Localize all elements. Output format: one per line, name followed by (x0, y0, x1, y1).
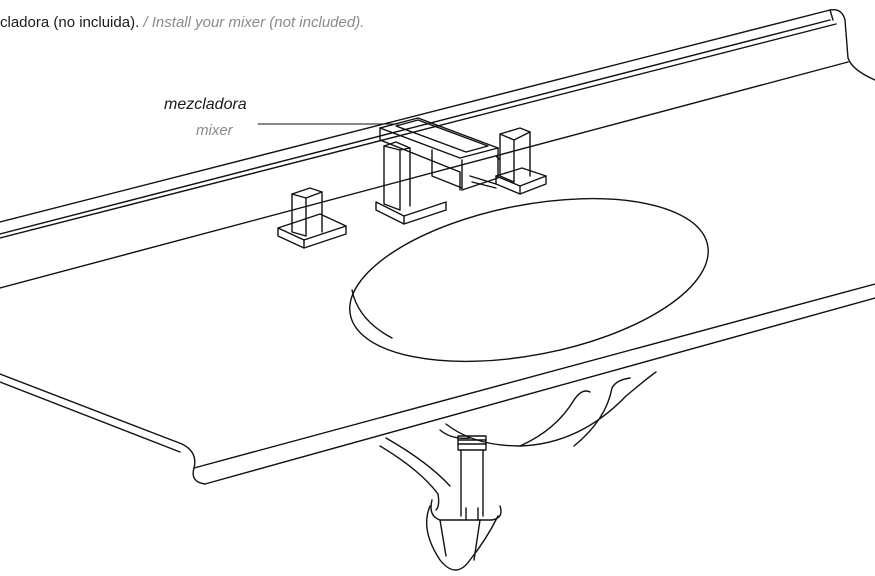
mixer-label-english: mixer (196, 122, 233, 139)
countertop-edge (0, 283, 875, 485)
backsplash (0, 9, 875, 289)
mixer-spout (375, 117, 499, 225)
right-handle (495, 127, 547, 195)
mixer-label-spanish: mezcladora (164, 96, 247, 113)
caption-spanish: cladora (no incluida). (0, 14, 140, 31)
caption-separator: / (139, 14, 152, 31)
caption-english: Install your mixer (not included). (151, 14, 365, 31)
sink-basin (349, 197, 709, 363)
drain-trap (379, 435, 502, 571)
left-handle (277, 187, 347, 249)
instruction-caption: cladora (no incluida). / Install your mi… (0, 14, 364, 31)
undermount-bowl (439, 371, 657, 447)
